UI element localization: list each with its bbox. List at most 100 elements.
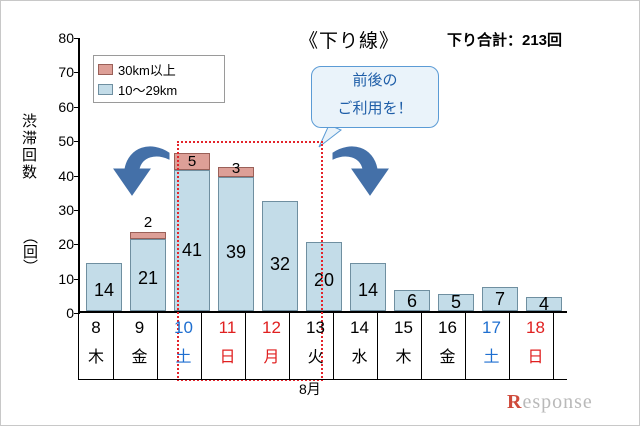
x-axis-cell-9: 9 金 [122, 313, 158, 379]
legend-swatch-30km [98, 63, 113, 75]
bar-value-low-17: 7 [494, 289, 505, 309]
bar-value-low-10: 41 [181, 240, 203, 260]
legend-swatch-10-29km [98, 83, 113, 95]
bar-column-18: 4 [526, 294, 562, 314]
bar-column-16: 5 [438, 292, 474, 312]
bar-column-8: 14 [86, 262, 122, 311]
bar-segment-low-12 [262, 201, 298, 311]
watermark-r: R [507, 391, 523, 413]
y-tick-50: 50 [58, 133, 74, 150]
x-axis-cell-11: 11 日 [210, 313, 246, 379]
y-tick-60: 60 [58, 98, 74, 115]
y-tickmark-70 [74, 72, 80, 74]
callout-line-2: ご利用を！ [337, 100, 413, 117]
legend-item-30km: 30km以上 [98, 59, 220, 79]
callout-line-1: 前後の [352, 72, 398, 89]
bar-segment-low-9 [130, 238, 166, 311]
x-axis-dow-18: 日 [527, 349, 544, 366]
x-axis-dow-17: 土 [483, 349, 500, 366]
x-axis-cell-14: 14 水 [342, 313, 378, 379]
y-tickmark-40 [74, 175, 80, 177]
x-axis-cell-17: 17 土 [474, 313, 510, 379]
bar-value-low-14: 14 [357, 280, 379, 300]
y-tick-40: 40 [58, 167, 74, 184]
x-axis-cell-16: 16 金 [430, 313, 466, 379]
y-tickmark-10 [74, 278, 80, 280]
chart-legend: 30km以上 10〜29km [93, 55, 225, 103]
bar-value-high-11: 3 [231, 160, 241, 177]
bar-value-low-13: 20 [313, 270, 335, 290]
x-axis: 8 木 9 金 10 土 11 日 12 月 13 火 14 水 15 木 [78, 313, 567, 379]
callout-bubble: 前後の ご利用を！ [311, 66, 439, 128]
x-axis-dow-14: 水 [351, 349, 368, 366]
chart-title: 《下り線》 [298, 31, 399, 52]
bar-value-low-18: 4 [538, 294, 549, 314]
bar-segment-low-16 [438, 293, 474, 311]
x-axis-day-8: 8 [91, 318, 101, 337]
x-axis-day-10: 10 [174, 318, 193, 337]
y-axis-label: 渋滞回数 [19, 113, 41, 181]
bar-column-13: 20 [306, 242, 342, 311]
bar-segment-low-13 [306, 242, 342, 311]
total-count-label: 下り合計：213回 [447, 32, 563, 49]
y-tickmark-0 [74, 313, 80, 314]
y-tick-20: 20 [58, 236, 74, 253]
x-axis-day-17: 17 [482, 318, 501, 337]
bar-column-12: 32 [262, 201, 298, 311]
bar-segment-high-9 [130, 231, 166, 239]
bar-value-low-15: 6 [406, 291, 417, 311]
highlight-box [177, 141, 323, 381]
x-axis-day-16: 16 [438, 318, 457, 337]
bar-value-high-10: 5 [187, 153, 197, 170]
bar-value-low-9: 21 [137, 268, 159, 288]
x-axis-day-15: 15 [394, 318, 413, 337]
bar-column-15: 6 [394, 290, 430, 311]
x-axis-day-11: 11 [218, 318, 237, 337]
x-axis-cell-12: 12 月 [254, 313, 290, 379]
y-tick-0: 0 [66, 305, 74, 321]
x-axis-cell-18: 18 日 [518, 313, 554, 379]
bar-segment-low-18 [526, 297, 562, 311]
bar-segment-low-11 [218, 176, 254, 311]
x-axis-dow-11: 日 [219, 349, 236, 366]
watermark: Response [507, 391, 593, 414]
bar-segment-low-15 [394, 290, 430, 311]
x-axis-dow-10: 土 [175, 349, 192, 366]
legend-label-30km: 30km以上 [118, 62, 176, 78]
watermark-rest: esponse [522, 391, 593, 413]
y-tickmark-50 [74, 141, 80, 143]
bar-column-17: 7 [482, 286, 518, 311]
bar-segment-high-10 [174, 152, 210, 170]
y-axis-unit-label: （回） [19, 229, 43, 274]
x-axis-day-9: 9 [134, 318, 145, 337]
bar-column-10: 41 5 [174, 152, 210, 311]
y-axis-unit-text: （回） [21, 229, 38, 274]
x-axis-dow-16: 金 [439, 349, 456, 366]
bar-column-9: 21 2 [130, 214, 166, 311]
y-tickmark-60 [74, 106, 80, 108]
bar-segment-low-10 [174, 170, 210, 311]
x-axis-cell-10: 10 土 [166, 313, 202, 379]
y-tick-80: 80 [58, 30, 74, 46]
x-axis-day-14: 14 [350, 318, 369, 337]
bar-column-11: 39 3 [218, 160, 254, 311]
y-tickmark-20 [74, 244, 80, 246]
legend-item-10-29km: 10〜29km [98, 79, 220, 99]
x-axis-dow-15: 木 [395, 349, 412, 366]
bar-segment-low-17 [482, 286, 518, 311]
bar-segment-low-14 [350, 262, 386, 311]
x-axis-day-12: 12 [262, 318, 281, 337]
y-tickmark-80 [74, 38, 80, 39]
bar-value-low-16: 5 [450, 292, 461, 312]
x-axis-dow-9: 金 [131, 349, 148, 366]
y-axis-label-text: 渋滞回数 [20, 113, 37, 181]
y-tick-10: 10 [58, 270, 74, 287]
x-axis-dow-13: 火 [307, 349, 324, 366]
legend-label-10-29km: 10〜29km [118, 82, 178, 98]
y-tick-30: 30 [58, 201, 74, 218]
x-axis-bottom-line [78, 379, 567, 380]
x-axis-dow-8: 木 [87, 349, 104, 366]
bar-segment-high-11 [218, 166, 254, 177]
x-axis-day-13: 13 [306, 318, 325, 337]
